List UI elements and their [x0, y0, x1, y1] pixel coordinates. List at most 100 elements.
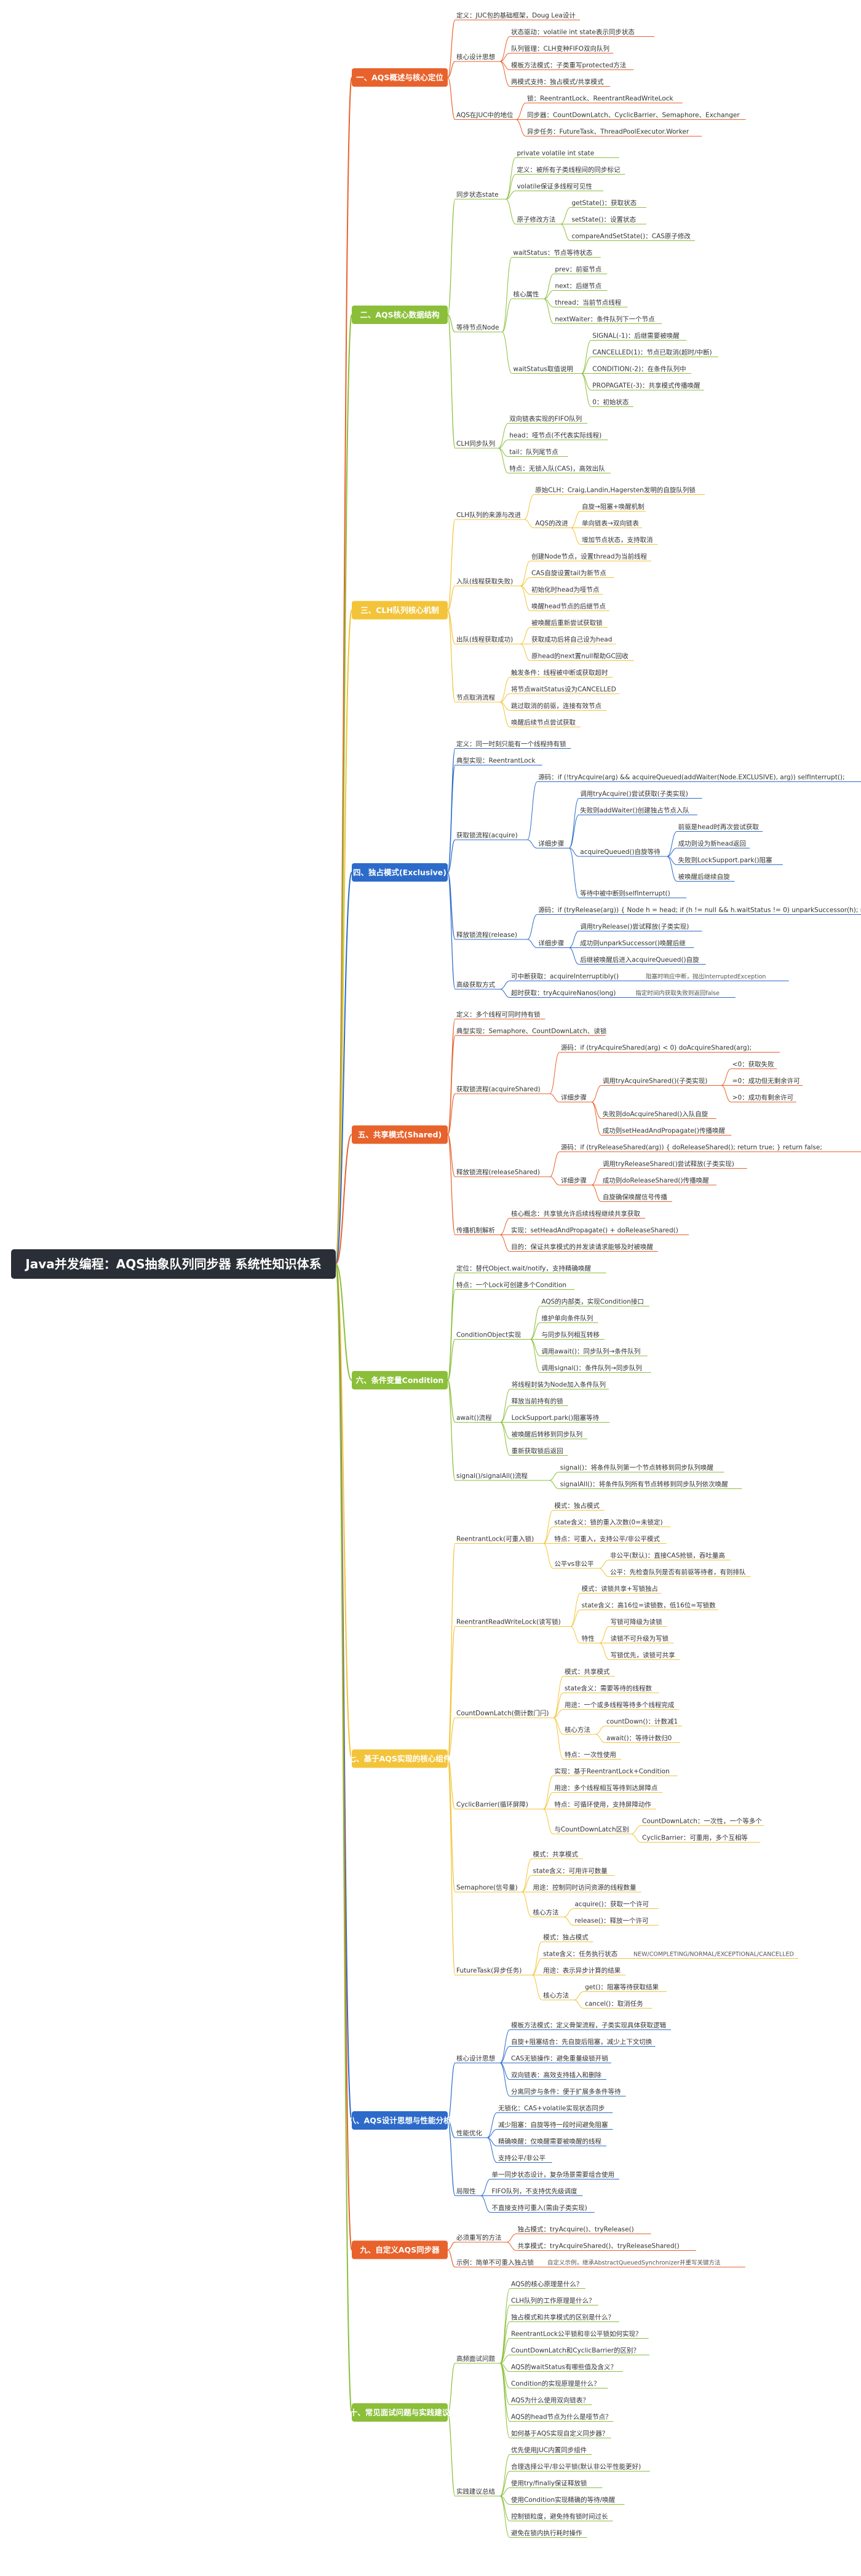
mind-map-node-branches-2-children-3[interactable]: 节点取消流程 — [455, 693, 500, 703]
mind-map-node-branches-3-children-2-children-1-children-2[interactable]: acquireQueued()自旋等待 — [579, 848, 667, 857]
mind-map-node-branches-6-children-3-children-3[interactable]: 与CountDownLatch区别 — [553, 1826, 632, 1835]
mind-map-node-branches-6-children-4-children-3-children-1[interactable]: release()：释放一个许可 — [573, 1917, 659, 1926]
mind-map-node-branches-6-children-2-children-2[interactable]: 用途：一个或多线程等待多个线程完成 — [563, 1701, 680, 1710]
mind-map-node-branches-4-children-3-children-1-children-1[interactable]: 成功则doReleaseShared()传播唤醒 — [601, 1177, 716, 1185]
mind-map-node-branches-1-children-2-children-0[interactable]: 双向链表实现的FIFO队列 — [508, 415, 588, 424]
mind-map-node-branches-6-children-5-children-3-children-0[interactable]: get()：阻塞等待获取结果 — [584, 1983, 667, 1992]
branch-node-1[interactable]: 一、AQS概述与核心定位 — [352, 68, 448, 87]
mind-map-node-branches-3-children-2-children-1-children-2-children-1[interactable]: 成功则设为新head返回 — [676, 840, 750, 848]
mind-map-node-branches-6-children-2-children-3[interactable]: 核心方法 — [563, 1726, 595, 1735]
mind-map-node-branches-4-children-1[interactable]: 典型实现：Semaphore、CountDownLatch、读锁 — [455, 1027, 607, 1036]
mind-map-node-branches-2-children-3-children-0[interactable]: 触发条件：线程被中断或获取超时 — [510, 669, 613, 678]
mind-map-node-branches-0-children-0[interactable]: 定义：JUC包的基础框架，Doug Lea设计 — [455, 12, 580, 20]
mind-map-node-branches-0-children-1-children-3[interactable]: 两模式支持：独占模式/共享模式 — [510, 78, 611, 87]
mind-map-node-branches-4-children-3-children-1-children-0[interactable]: 调用tryReleaseShared()尝试释放(子类实现) — [601, 1160, 747, 1169]
mind-map-node-branches-4-children-4-children-1[interactable]: 实现：setHeadAndPropagate() + doReleaseShar… — [510, 1227, 689, 1235]
mind-map-node-branches-6-children-4-children-0[interactable]: 模式：共享模式 — [531, 1851, 583, 1859]
mind-map-node-branches-6-children-4-children-1[interactable]: state含义：可用许可数量 — [531, 1867, 615, 1876]
mind-map-node-branches-1-children-0-children-3-children-0[interactable]: getState()：获取状态 — [570, 199, 646, 208]
mind-map-node-branches-7-children-0-children-2[interactable]: CAS无锁操作：避免重量级锁开销 — [510, 2055, 611, 2063]
mind-map-node-branches-1-children-1-children-1-children-0[interactable]: prev：前驱节点 — [554, 266, 608, 274]
mind-map-node-branches-2-children-1-children-3[interactable]: 唤醒head节点的后继节点 — [530, 603, 610, 611]
mind-map-node-branches-9-children-0-children-0[interactable]: AQS的核心原理是什么？ — [510, 2280, 585, 2289]
mind-map-node-branches-6-children-4-children-3-children-0[interactable]: acquire()：获取一个许可 — [573, 1900, 659, 1909]
mind-map-node-branches-3-children-3-children-1-children-0[interactable]: 调用tryRelease()尝试释放(子类实现) — [579, 923, 702, 931]
mind-map-node-branches-5-children-3-children-4[interactable]: 重新获取锁后返回 — [510, 1447, 568, 1456]
mind-map-node-branches-3-children-4[interactable]: 高级获取方式 — [455, 981, 500, 990]
mind-map-node-branches-4-children-4-children-0[interactable]: 核心概念：共享锁允许后续线程继续共享获取 — [510, 1210, 645, 1219]
mind-map-node-branches-2-children-2[interactable]: 出队(线程获取成功) — [455, 636, 521, 644]
mind-map-node-branches-7-children-1-children-3[interactable]: 支持公平/非公平 — [497, 2154, 552, 2163]
branch-node-10[interactable]: 十、常见面试问题与实践建议 — [350, 2403, 450, 2422]
mind-map-node-branches-7-children-1-children-0[interactable]: 无锁化：CAS+volatile实现状态同步 — [497, 2104, 613, 2113]
mind-map-node-branches-5-children-4-children-1[interactable]: signalAll()：将条件队列所有节点转移到同步队列依次唤醒 — [558, 1480, 742, 1489]
mind-map-node-branches-1-children-1-children-2-children-0[interactable]: SIGNAL(-1)：后继需要被唤醒 — [591, 332, 687, 341]
mind-map-node-branches-2-children-0-children-1[interactable]: AQS的改进 — [534, 520, 571, 528]
mind-map-node-branches-2-children-1-children-2[interactable]: 初始化时head为哑节点 — [530, 586, 603, 595]
mind-map-node-branches-9-children-1[interactable]: 实践建议总结 — [455, 2487, 500, 2497]
mind-map-node-branches-9-children-0-children-5[interactable]: AQS的waitStatus有哪些值及含义？ — [510, 2363, 623, 2372]
mind-map-node-branches-2-children-1-children-0[interactable]: 创建Node节点，设置thread为当前线程 — [530, 553, 652, 561]
mind-map-node-branches-1-children-0-children-1[interactable]: 定义：被所有子类线程间的同步标记 — [515, 166, 625, 175]
mind-map-node-branches-6-children-5-children-3[interactable]: 核心方法 — [542, 1991, 574, 2001]
mind-map-node-branches-7-children-0-children-1[interactable]: 自旋+阻塞结合：先自旋后阻塞，减少上下文切换 — [510, 2038, 656, 2047]
mind-map-node-branches-6-children-3-children-1[interactable]: 用途：多个线程相互等待到达屏障点 — [553, 1784, 663, 1793]
mind-map-node-branches-6-children-5-children-0[interactable]: 模式：独占模式 — [542, 1934, 593, 1942]
mind-map-node-branches-3-children-2-children-1-children-1[interactable]: 失败则addWaiter()创建独占节点入队 — [579, 807, 697, 815]
mind-map-node-branches-9-children-0-children-4[interactable]: CountDownLatch和CyclicBarrier的区别？ — [510, 2347, 649, 2355]
mind-map-node-branches-2-children-0-children-1-children-1[interactable]: 单向链表→双向链表 — [581, 520, 643, 528]
mind-map-node-branches-4-children-2-children-1-children-0-children-0[interactable]: <0：获取失败 — [731, 1061, 777, 1069]
branch-node-2[interactable]: 二、AQS核心数据结构 — [352, 306, 448, 324]
mind-map-node-branches-3-children-2-children-1[interactable]: 详细步骤 — [537, 840, 569, 848]
mind-map-node-branches-6-children-2-children-1[interactable]: state含义：需要等待的线程数 — [563, 1685, 659, 1693]
mind-map-node-branches-3-children-4-children-1[interactable]: 超时获取：tryAcquireNanos(long)指定时间内获取失败则返回fa… — [510, 989, 736, 998]
mind-map-node-branches-4-children-2-children-1-children-0-children-1[interactable]: =0：成功但无剩余许可 — [731, 1077, 803, 1086]
mind-map-node-branches-1-children-1-children-2[interactable]: waitStatus取值说明 — [512, 365, 582, 374]
mind-map-node-branches-5-children-4[interactable]: signal()/signalAll()流程 — [455, 1472, 549, 1481]
mind-map-node-branches-5-children-2[interactable]: ConditionObject实现 — [455, 1331, 531, 1340]
branch-node-3[interactable]: 三、CLH队列核心机制 — [352, 601, 448, 620]
mind-map-node-branches-6-children-0-children-3-children-0[interactable]: 非公平(默认)：直接CAS抢锁，吞吐量高 — [609, 1552, 731, 1560]
mind-map-node-branches-6-children-3-children-3-children-1[interactable]: CyclicBarrier：可重用，多个互相等 — [641, 1834, 761, 1843]
mind-map-node-branches-1-children-1-children-0[interactable]: waitStatus：节点等待状态 — [512, 249, 601, 258]
mind-map-node-branches-4-children-2-children-1-children-2[interactable]: 成功则setHeadAndPropagate()传播唤醒 — [601, 1127, 732, 1136]
mind-map-node-branches-0-children-1-children-2[interactable]: 模板方法模式：子类重写protected方法 — [510, 61, 634, 70]
mind-map-node-branches-3-children-3-children-1[interactable]: 详细步骤 — [537, 939, 569, 948]
mind-map-node-branches-5-children-3[interactable]: await()流程 — [455, 1414, 501, 1423]
mind-map-node-branches-1-children-0-children-3[interactable]: 原子修改方法 — [515, 216, 561, 224]
mind-map-node-branches-4-children-2-children-1-children-0-children-2[interactable]: >0：成功有剩余许可 — [731, 1094, 796, 1102]
mind-map-node-branches-6-children-4-children-2[interactable]: 用途：控制同时访问资源的线程数量 — [531, 1884, 641, 1892]
mind-map-node-branches-7-children-0-children-0[interactable]: 模板方法模式：定义骨架流程，子类实现具体获取逻辑 — [510, 2021, 671, 2030]
mind-map-node-branches-6-children-0-children-2[interactable]: 特点：可重入，支持公平/非公平模式 — [553, 1535, 667, 1544]
mind-map-node-branches-8-children-0-children-0[interactable]: 独占模式：tryAcquire()、tryRelease() — [516, 2226, 651, 2234]
mind-map-node-branches-4-children-2-children-1-children-0[interactable]: 调用tryAcquireShared()(子类实现) — [601, 1077, 721, 1086]
mind-map-node-branches-6-children-3-children-2[interactable]: 特点：可循环使用，支持屏障动作 — [553, 1801, 656, 1809]
mind-map-node-branches-3-children-2-children-1-children-2-children-2[interactable]: 失败则LockSupport.park()阻塞 — [676, 856, 783, 865]
branch-node-4[interactable]: 四、独占模式(Exclusive) — [352, 863, 448, 882]
mind-map-node-branches-1-children-0-children-3-children-2[interactable]: compareAndSetState()：CAS原子修改 — [570, 232, 696, 241]
mind-map-node-branches-2-children-2-children-0[interactable]: 被唤醒后重新尝试获取锁 — [530, 619, 608, 628]
mind-map-node-branches-8-children-0-children-1[interactable]: 共享模式：tryAcquireShared()、tryReleaseShared… — [516, 2242, 696, 2251]
mind-map-node-branches-6-children-3-children-0[interactable]: 实现：基于ReentrantLock+Condition — [553, 1768, 678, 1776]
mind-map-node-branches-6-children-3[interactable]: CyclicBarrier(循环屏障) — [455, 1801, 544, 1809]
mind-map-node-branches-6-children-1-children-1[interactable]: state含义：高16位=读锁数，低16位=写锁数 — [580, 1602, 718, 1610]
mind-map-node-branches-6-children-0-children-3-children-1[interactable]: 公平：先检查队列是否有前驱等待者，有则排队 — [609, 1568, 751, 1577]
mind-map-node-branches-1-children-1[interactable]: 等待节点Node — [455, 323, 502, 333]
mind-map-node-branches-7-children-2-children-1[interactable]: FIFO队列，不支持优先级调度 — [490, 2187, 583, 2196]
mind-map-node-branches-6-children-2[interactable]: CountDownLatch(倒计数门闩) — [455, 1709, 554, 1718]
mind-map-node-branches-3-children-2-children-1-children-3[interactable]: 等待中被中断则selfInterrupt() — [579, 890, 687, 898]
branch-node-6[interactable]: 六、条件变量Condition — [352, 1371, 448, 1389]
mind-map-node-branches-2-children-3-children-3[interactable]: 唤醒后续节点尝试获取 — [510, 719, 581, 727]
mind-map-node-branches-9-children-1-children-4[interactable]: 控制锁粒度，避免持有锁时间过长 — [510, 2513, 613, 2521]
mind-map-node-branches-5-children-3-children-3[interactable]: 被唤醒后转移到同步队列 — [510, 1431, 588, 1439]
mind-map-node-branches-5-children-3-children-0[interactable]: 将线程封装为Node加入条件队列 — [510, 1381, 609, 1389]
mind-map-node-branches-6-children-0-children-1[interactable]: state含义：锁的重入次数(0=未锁定) — [553, 1519, 671, 1527]
mind-map-node-branches-3-children-4-children-0[interactable]: 可中断获取：acquireInterruptibly()阻塞时响应中断，抛出In… — [510, 973, 789, 981]
mind-map-node-branches-7-children-1-children-2[interactable]: 精确唤醒：仅唤醒需要被唤醒的线程 — [497, 2138, 606, 2146]
mind-map-node-branches-0-children-2-children-0[interactable]: 锁：ReentrantLock、ReentrantReadWriteLock — [526, 95, 683, 103]
mind-map-node-branches-6-children-5-children-3-children-1[interactable]: cancel()：取消任务 — [584, 2000, 653, 2009]
mind-map-node-branches-7-children-0-children-3[interactable]: 双向链表：高效支持插入和删除 — [510, 2071, 606, 2080]
mind-map-node-branches-6-children-4-children-3[interactable]: 核心方法 — [531, 1908, 564, 1918]
mind-map-node-branches-3-children-3[interactable]: 释放锁流程(release) — [455, 931, 528, 940]
